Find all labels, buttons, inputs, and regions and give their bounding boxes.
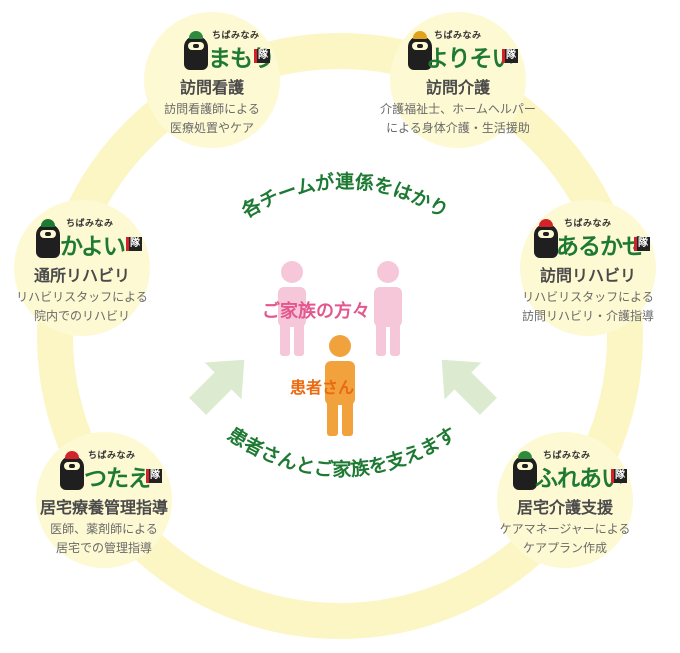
patient-figure	[325, 335, 355, 436]
team-title: 訪問看護	[179, 78, 244, 97]
team-tai-badge: 隊	[611, 469, 627, 483]
raccoon-mascot-icon	[60, 456, 84, 490]
team-description: リハビリスタッフによる 院内でのリハビリ	[2, 288, 162, 326]
raccoon-mascot-icon	[513, 456, 537, 490]
team-title: 居宅療養管理指導	[39, 498, 168, 517]
raccoon-mascot-icon	[534, 224, 558, 258]
hat-icon	[539, 219, 553, 227]
team-brand: つたえ	[84, 466, 151, 492]
team-brand: あるかせ	[556, 234, 645, 260]
hat-icon	[518, 451, 532, 459]
team-node-home-care: ちばみなみ よりそい 隊 訪問介護 介護福祉士、ホームヘルパー による身体介護・…	[380, 12, 536, 148]
team-tai-badge: 隊	[634, 237, 650, 251]
desc-line: 介護福祉士、ホームヘルパー	[380, 102, 536, 116]
team-tai-badge: 隊	[126, 237, 142, 251]
team-ruby: ちばみなみ	[543, 451, 591, 461]
team-node-care-management: ちばみなみ ふれあい 隊 居宅介護支援 ケアマネージャーによる ケアプラン作成	[497, 432, 633, 568]
team-brand: よりそい	[426, 46, 515, 72]
desc-line: 医療処置やケア	[169, 121, 254, 135]
desc-line: ケアプラン作成	[522, 541, 607, 555]
team-logo: ちばみなみ かよい 隊	[14, 214, 150, 262]
team-logo: ちばみなみ つたえ 隊	[36, 446, 172, 494]
desc-line: 訪問リハビリ・介護指導	[521, 309, 654, 323]
team-brand: かよい	[60, 234, 126, 260]
team-node-day-rehab: ちばみなみ かよい 隊 通所リハビリ リハビリスタッフによる 院内でのリハビリ	[14, 200, 150, 336]
desc-line: 医師、薬剤師による	[50, 522, 158, 536]
team-tai-badge: 隊	[146, 469, 162, 483]
team-ruby: ちばみなみ	[88, 451, 136, 461]
team-tai-badge: 隊	[254, 49, 270, 63]
raccoon-mascot-icon	[184, 36, 208, 70]
team-title: 訪問リハビリ	[539, 266, 636, 285]
patient-label: 患者さん	[290, 378, 355, 397]
team-ruby: ちばみなみ	[212, 31, 260, 41]
top-caption: 各チームが連係をはかり	[237, 170, 452, 223]
team-node-home-medical-guidance: ちばみなみ つたえ 隊 居宅療養管理指導 医師、薬剤師による 居宅での管理指導	[36, 432, 172, 568]
team-brand: ふれあい	[535, 466, 624, 492]
hat-icon	[413, 31, 427, 39]
team-title: 訪問介護	[425, 78, 490, 97]
desc-line: ケアマネージャーによる	[499, 522, 631, 536]
family-label: ご家族の方々	[262, 301, 370, 322]
team-ring	[37, 33, 643, 639]
hat-icon	[189, 31, 203, 39]
team-title: 居宅介護支援	[516, 498, 613, 517]
team-ruby: ちばみなみ	[66, 219, 114, 229]
team-logo: ちばみなみ ふれあい 隊	[497, 446, 633, 494]
right-support-arrow	[441, 359, 497, 415]
team-description: 介護福祉士、ホームヘルパー による身体介護・生活援助	[378, 100, 538, 138]
family-figure-left	[278, 261, 306, 356]
raccoon-mascot-icon	[408, 36, 432, 70]
hat-icon	[41, 219, 55, 227]
team-description: リハビリスタッフによる 訪問リハビリ・介護指導	[508, 288, 668, 326]
team-node-home-rehab: ちばみなみ あるかせ 隊 訪問リハビリ リハビリスタッフによる 訪問リハビリ・介…	[520, 200, 656, 336]
desc-line: 居宅での管理指導	[55, 541, 152, 555]
team-description: 医師、薬剤師による 居宅での管理指導	[24, 520, 184, 558]
team-logo: ちばみなみ あるかせ 隊	[520, 214, 656, 262]
family-figure-right	[374, 261, 402, 356]
team-tai-badge: 隊	[502, 49, 518, 63]
bottom-caption: 患者さんとご家族を支えます	[224, 423, 461, 481]
team-title: 通所リハビリ	[33, 266, 130, 285]
team-description: 訪問看護師による 医療処置やケア	[132, 100, 292, 138]
team-description: ケアマネージャーによる ケアプラン作成	[485, 520, 645, 558]
desc-line: リハビリスタッフによる	[522, 290, 654, 304]
team-ruby: ちばみなみ	[564, 219, 612, 229]
desc-line: による身体介護・生活援助	[386, 121, 530, 135]
team-node-home-nursing: ちばみなみ まもり 隊 訪問看護 訪問看護師による 医療処置やケア	[144, 12, 280, 148]
team-logo: ちばみなみ よりそい 隊	[390, 26, 526, 74]
team-ruby: ちばみなみ	[434, 31, 482, 41]
desc-line: リハビリスタッフによる	[16, 290, 148, 304]
desc-line: 訪問看護師による	[164, 102, 260, 116]
left-support-arrow	[189, 359, 245, 415]
desc-line: 院内でのリハビリ	[33, 309, 130, 323]
team-logo: ちばみなみ まもり 隊	[144, 26, 280, 74]
hat-icon	[65, 451, 79, 459]
raccoon-mascot-icon	[36, 224, 60, 258]
